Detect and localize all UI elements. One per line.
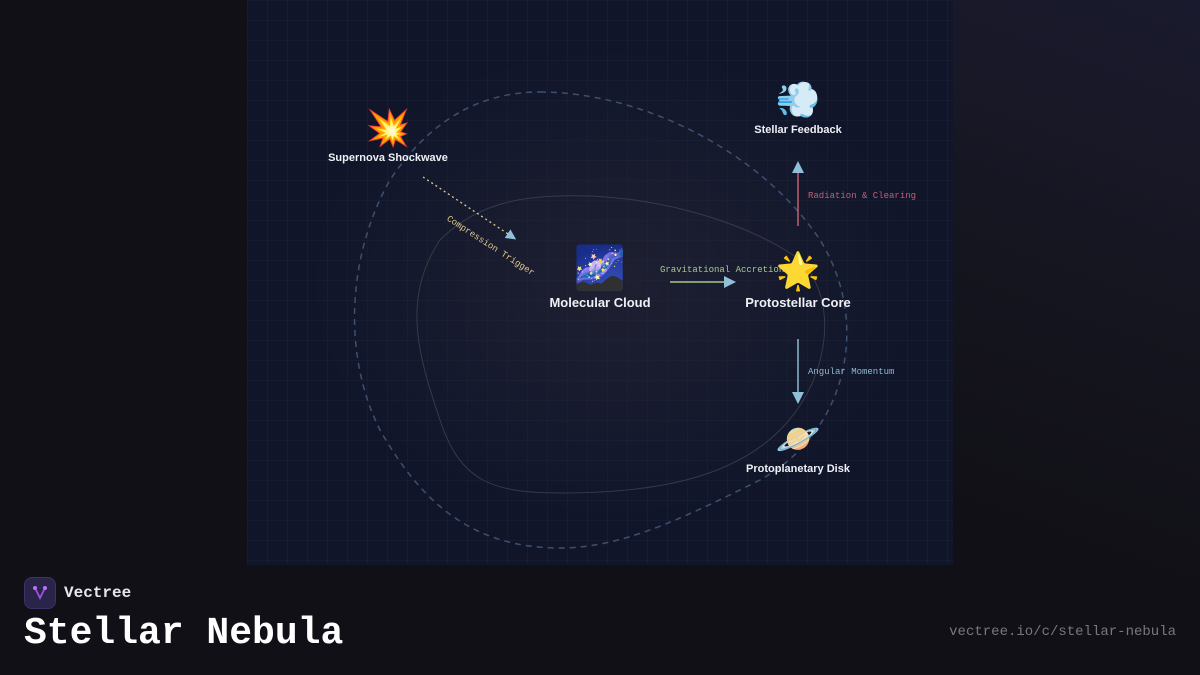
brand: Vectree <box>24 577 131 609</box>
node-label: Stellar Feedback <box>754 124 842 136</box>
node-molecular-cloud[interactable]: 🌌 Molecular Cloud <box>549 244 651 311</box>
diagram-canvas <box>247 0 953 565</box>
outer-boundary <box>353 91 848 549</box>
node-label: Molecular Cloud <box>549 295 651 310</box>
ringed-planet-icon: 🪐 <box>775 418 821 459</box>
edge-label-radiation-clearing: Radiation & Clearing <box>808 191 917 201</box>
node-label: Protostellar Core <box>745 295 851 310</box>
background-panel <box>953 0 1200 675</box>
edge-label-gravitational-accretion: Gravitational Accretion <box>660 265 785 275</box>
inner-boundary <box>416 195 826 494</box>
edge-compression-trigger <box>422 176 517 240</box>
brand-name: Vectree <box>64 584 132 602</box>
dash-wind-icon: 💨 <box>775 79 821 120</box>
explosion-icon: 💥 <box>365 107 411 148</box>
page-title: Stellar Nebula <box>24 612 344 655</box>
node-protoplanetary-disk[interactable]: 🪐 Protoplanetary Disk <box>746 418 850 476</box>
node-label: Supernova Shockwave <box>328 152 448 164</box>
diagram-links <box>353 91 848 549</box>
node-label: Protoplanetary Disk <box>746 463 850 475</box>
node-supernova-shockwave[interactable]: 💥 Supernova Shockwave <box>328 107 448 165</box>
node-protostellar-core[interactable]: 🌟 Protostellar Core <box>745 250 851 311</box>
glowing-star-icon: 🌟 <box>775 250 821 291</box>
page-url[interactable]: vectree.io/c/stellar-nebula <box>949 624 1176 640</box>
node-stellar-feedback[interactable]: 💨 Stellar Feedback <box>754 79 842 137</box>
edge-label-angular-momentum: Angular Momentum <box>808 367 895 377</box>
milky-way-icon: 🌌 <box>573 244 627 291</box>
vectree-logo-icon <box>24 577 56 609</box>
